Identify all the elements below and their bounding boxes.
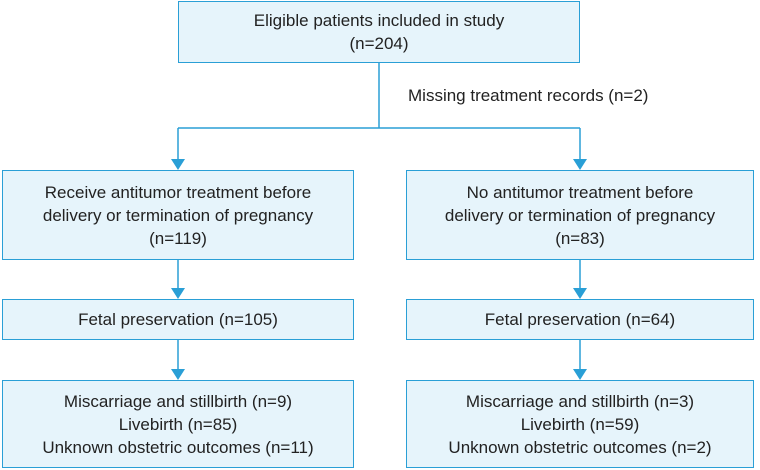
no-treatment-group-box: No antitumor treatment before delivery o… — [406, 170, 754, 260]
right-fetal-preservation-box: Fetal preservation (n=64) — [406, 299, 754, 340]
right-outcomes-box: Miscarriage and stillbirth (n=3) Livebir… — [406, 380, 754, 468]
eligible-patients-count: (n=204) — [349, 34, 409, 53]
arrowhead-left-preservation — [171, 288, 185, 299]
right-livebirth: Livebirth (n=59) — [520, 414, 640, 434]
arrowhead-right-outcomes — [573, 369, 587, 380]
treatment-group-count: (n=119) — [149, 228, 207, 248]
arrowhead-left-outcomes — [171, 369, 185, 380]
no-treatment-group-line2: delivery or termination of pregnancy — [444, 205, 716, 225]
left-unknown-outcomes: Unknown obstetric outcomes (n=11) — [42, 437, 314, 457]
eligible-patients-box: Eligible patients included in study (n=2… — [178, 1, 580, 63]
right-unknown-outcomes: Unknown obstetric outcomes (n=2) — [448, 437, 712, 457]
excluded-note: Missing treatment records (n=2) — [408, 86, 649, 105]
left-fetal-preservation-label: Fetal preservation (n=105) — [78, 310, 278, 329]
treatment-group-box: Receive antitumor treatment before deliv… — [2, 170, 354, 260]
treatment-group-line1: Receive antitumor treatment before — [44, 182, 312, 202]
left-outcomes-box: Miscarriage and stillbirth (n=9) Livebir… — [2, 380, 354, 468]
left-fetal-preservation-box: Fetal preservation (n=105) — [2, 299, 354, 340]
arrowhead-right-preservation — [573, 288, 587, 299]
no-treatment-group-count: (n=83) — [555, 228, 605, 248]
arrowhead-right-group — [573, 159, 587, 170]
right-fetal-preservation-label: Fetal preservation (n=64) — [484, 310, 676, 329]
arrowhead-left-group — [171, 159, 185, 170]
eligible-patients-label: Eligible patients included in study — [253, 11, 505, 30]
right-miscarriage-stillbirth: Miscarriage and stillbirth (n=3) — [465, 391, 695, 411]
treatment-group-line2: delivery or termination of pregnancy — [42, 205, 314, 225]
no-treatment-group-line1: No antitumor treatment before — [466, 182, 694, 202]
left-miscarriage-stillbirth: Miscarriage and stillbirth (n=9) — [63, 391, 293, 411]
left-livebirth: Livebirth (n=85) — [118, 414, 238, 434]
